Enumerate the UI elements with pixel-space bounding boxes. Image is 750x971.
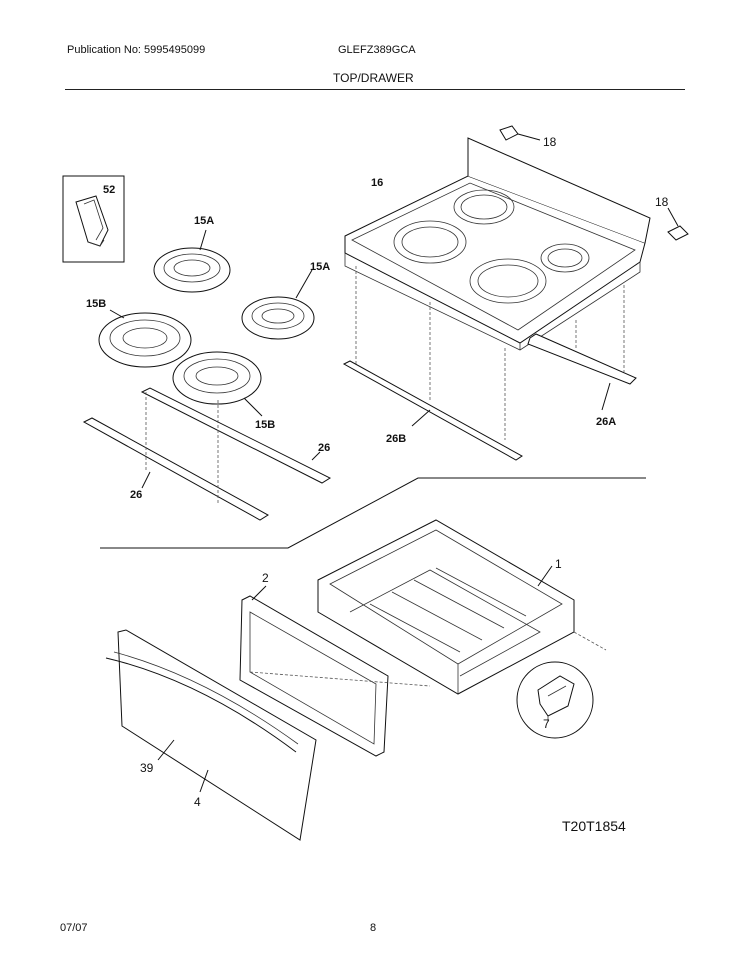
callout-2: 2 [262,571,269,585]
callout-15a-top: 15A [194,215,214,227]
part-16-cooktop [344,137,651,440]
callout-15b-left: 15B [86,298,106,310]
callout-52: 52 [103,184,115,196]
callout-26a: 26A [596,416,616,428]
part-2-panel [239,585,431,757]
callout-1: 1 [555,557,562,571]
callout-7: 7 [543,717,550,731]
part-1-drawer [317,519,607,695]
callout-26-left: 26 [130,489,142,501]
part-26-brackets [82,387,332,521]
part-52-inset [62,175,125,263]
header-rule [65,89,685,90]
part-15-elements [98,229,315,417]
part-18-brackets [499,125,689,241]
part-26a-rail [527,333,637,411]
callout-26b: 26B [386,433,406,445]
diagram-id: T20T1854 [562,818,626,834]
callout-4: 4 [194,795,201,809]
section-title: TOP/DRAWER [333,71,414,85]
callout-15b-bottom: 15B [255,419,275,431]
publication-number: Publication No: 5995495099 [67,44,206,56]
model-number: GLEFZ389GCA [338,44,416,56]
section-divider [100,477,646,549]
footer-date: 07/07 [60,922,88,934]
part-7-inset [516,661,594,739]
page-number: 8 [370,922,377,934]
callout-15a-right: 15A [310,261,330,273]
callout-26-right: 26 [318,442,330,454]
callout-18-right: 18 [655,195,669,209]
callout-16: 16 [371,177,383,189]
callout-39: 39 [140,761,154,775]
part-26b-rail [342,360,523,461]
part-4-drawer-front [105,629,317,841]
callout-18-top: 18 [543,135,557,149]
